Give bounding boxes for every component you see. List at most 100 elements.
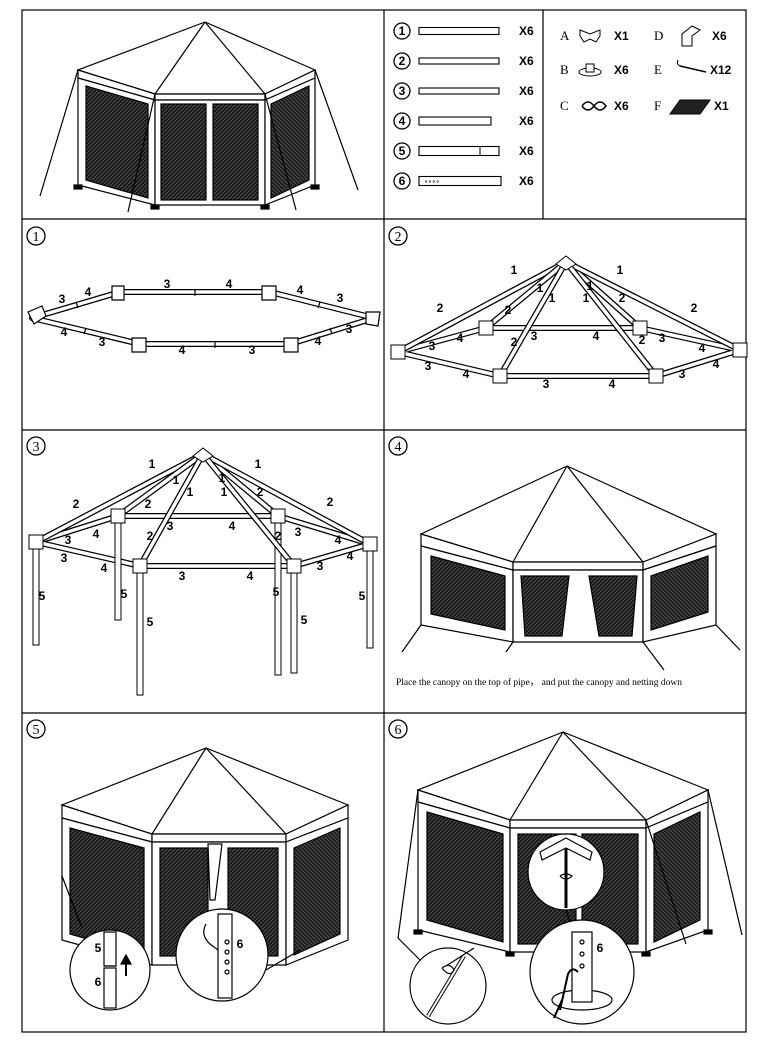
- connector-icon: [732, 342, 748, 358]
- part-label: 3: [59, 292, 66, 306]
- part-label: 3: [679, 367, 686, 381]
- part-label: 4: [229, 519, 236, 533]
- part-label: 5: [121, 587, 128, 601]
- fitting-letter: E: [654, 62, 662, 77]
- svg-text:5: 5: [33, 723, 40, 738]
- part-label: 6: [237, 937, 244, 951]
- part-label: 5: [39, 589, 46, 603]
- fitting-letter: F: [654, 98, 661, 113]
- part-label: 4: [315, 334, 322, 348]
- fitting-letter: A: [560, 28, 570, 43]
- part-label: 2: [437, 301, 444, 315]
- step5-zoom-detail-left: [61, 875, 151, 1011]
- connector-icon: [110, 508, 126, 524]
- part-label: 1: [537, 281, 544, 295]
- connector-icon: [478, 320, 494, 336]
- part-label: 2: [691, 301, 698, 315]
- tube-qty: X6: [519, 144, 534, 158]
- part-number-circle: [393, 112, 411, 130]
- step2-roof-frame: [390, 255, 748, 384]
- part-label: 4: [101, 561, 108, 575]
- tube-qty: X6: [519, 54, 534, 68]
- tube-part-id: 3: [399, 84, 406, 98]
- connector-icon: [492, 368, 508, 384]
- part-label: 1: [583, 291, 590, 305]
- tube-icon: [418, 145, 500, 157]
- leg-tube-icon: [114, 521, 122, 621]
- step1-base-frame: [27, 285, 381, 353]
- part-label: 2: [73, 497, 80, 511]
- part-label: 4: [247, 569, 254, 583]
- tube-icon: [418, 57, 500, 65]
- part-label: 3: [317, 559, 324, 573]
- overview-gazebo: [39, 21, 359, 213]
- part-label: 1: [549, 291, 556, 305]
- tube-part-id: 1: [399, 24, 406, 38]
- connector-icon: [28, 534, 44, 550]
- part-label: 2: [147, 529, 154, 543]
- part-label: 4: [713, 357, 720, 371]
- part-label: 6: [597, 941, 604, 955]
- tube-part-id: 2: [399, 54, 406, 68]
- leg-tube-icon: [366, 549, 374, 649]
- step6-zoom-rope: [397, 937, 487, 1025]
- part-label: 4: [297, 283, 304, 297]
- tube-qty: X6: [519, 174, 534, 188]
- step-4-panel: 4 Place the canopy on the top of pipe， a…: [388, 436, 741, 688]
- part-label: 4: [335, 533, 342, 547]
- part-label: 2: [257, 485, 264, 499]
- fitting-letter: B: [560, 62, 569, 77]
- step-6-panel: 6: [388, 719, 743, 1025]
- part-label: 4: [699, 341, 706, 355]
- stake-icon: [676, 59, 707, 73]
- svg-text:2: 2: [395, 230, 402, 245]
- step3-full-frame: [28, 447, 378, 696]
- step6-zoom-top: [527, 833, 605, 951]
- tube-part-id: 5: [399, 144, 406, 158]
- step6-part-labels: 6: [597, 941, 604, 955]
- part-label: 5: [359, 589, 366, 603]
- fitting-part-row: F X1: [654, 98, 729, 115]
- tube-part-id: 4: [399, 114, 406, 128]
- part-label: 3: [167, 519, 174, 533]
- tube-part-row: 5 X6: [393, 142, 534, 160]
- fitting-qty: X6: [614, 63, 629, 77]
- step-number-4: 4: [388, 436, 408, 456]
- part-number-circle: [393, 22, 411, 40]
- part-label: 1: [149, 457, 156, 471]
- top-connector-icon: [579, 29, 601, 43]
- part-label: 3: [337, 291, 344, 305]
- connector-icon: [362, 536, 378, 552]
- part-label: 4: [226, 277, 233, 291]
- part-label: 6: [95, 975, 102, 989]
- tube-icon: [418, 87, 500, 95]
- part-label: 4: [457, 331, 464, 345]
- part-label: 5: [273, 585, 280, 599]
- fitting-qty: X1: [714, 99, 729, 113]
- fitting-letter: D: [654, 28, 663, 43]
- connector-icon: [27, 285, 381, 353]
- step6-zoom-foot: [529, 919, 635, 1025]
- corner-connector-icon: [681, 25, 701, 47]
- part-label: 3: [346, 322, 353, 336]
- part-number-circle: [393, 142, 411, 160]
- tube-icon: [418, 26, 500, 36]
- tube-qty: X6: [519, 24, 534, 38]
- step5-part-labels: 566: [95, 937, 244, 989]
- part-label: 2: [511, 335, 518, 349]
- connector-icon: [648, 368, 664, 384]
- connector-icon: [132, 558, 148, 574]
- part-label: 1: [587, 279, 594, 293]
- connector-icon: [632, 320, 648, 336]
- part-label: 3: [61, 551, 68, 565]
